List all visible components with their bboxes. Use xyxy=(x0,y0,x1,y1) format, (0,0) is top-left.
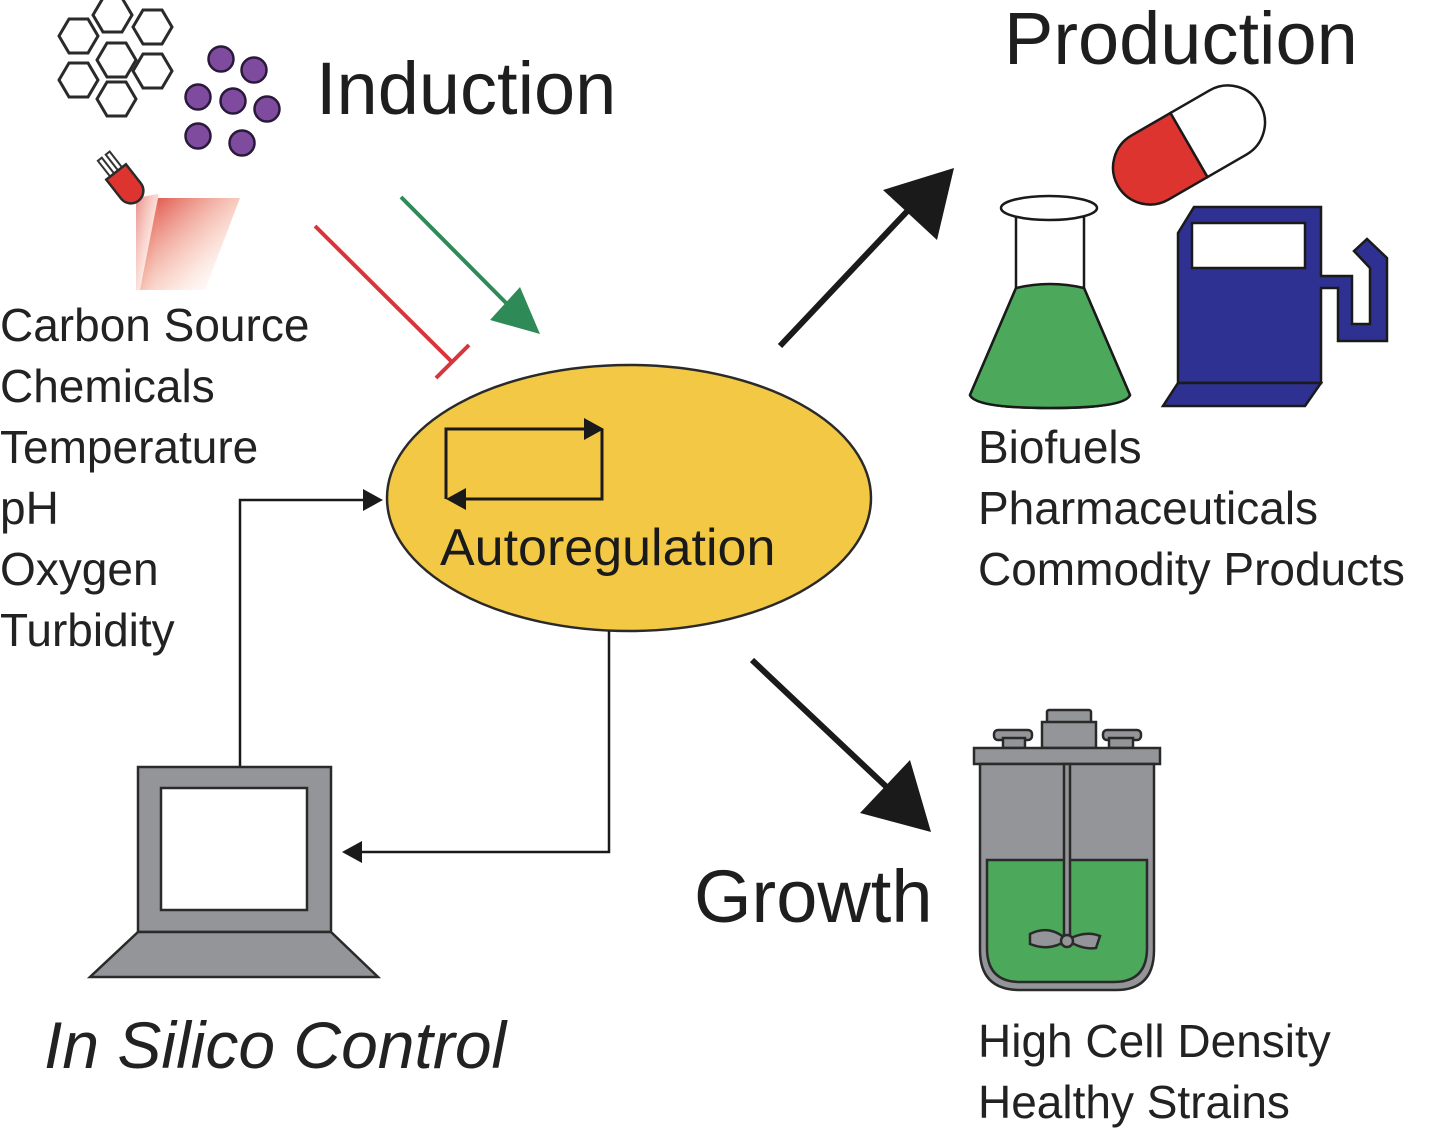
production-items-list: Biofuels Pharmaceuticals Commodity Produ… xyxy=(978,424,1405,607)
purple-molecules-icon xyxy=(184,45,281,157)
input-item: Oxygen xyxy=(0,543,159,595)
activation-arrow xyxy=(399,195,540,334)
induction-title: Induction xyxy=(316,47,617,130)
growth-arrow xyxy=(749,657,931,832)
computer-icon xyxy=(86,765,382,979)
sensing-connector xyxy=(238,489,383,766)
production-item: Commodity Products xyxy=(978,543,1405,595)
autoregulation-label: Autoregulation xyxy=(440,519,776,577)
growth-item: Healthy Strains xyxy=(978,1076,1290,1128)
repression-arrow xyxy=(313,224,471,380)
input-item: pH xyxy=(0,482,59,534)
growth-title: Growth xyxy=(694,855,933,938)
growth-items-list: High Cell Density Healthy Strains xyxy=(978,1018,1331,1140)
input-item: Chemicals xyxy=(0,360,215,412)
production-item: Biofuels xyxy=(978,421,1142,473)
bioreactor-icon xyxy=(972,708,1162,992)
pill-icon xyxy=(1111,84,1267,206)
production-title: Production xyxy=(1004,0,1358,80)
input-item: Turbidity xyxy=(0,604,175,656)
induction-inputs-list: Carbon Source Chemicals Temperature pH O… xyxy=(0,302,309,668)
control-connector xyxy=(342,631,611,863)
feedback-loop-icon xyxy=(444,418,604,510)
autoregulation-ellipse[interactable] xyxy=(385,363,873,633)
flask-icon xyxy=(968,194,1132,410)
hexagon-molecules-icon xyxy=(57,0,174,118)
light-source-icon xyxy=(96,150,240,290)
in-silico-control-title: In Silico Control xyxy=(44,1008,507,1082)
growth-item: High Cell Density xyxy=(978,1015,1331,1067)
production-item: Pharmaceuticals xyxy=(978,482,1319,534)
input-item: Carbon Source xyxy=(0,299,310,351)
production-arrow xyxy=(777,168,954,349)
fuel-pump-icon xyxy=(1160,205,1389,408)
input-item: Temperature xyxy=(0,421,259,473)
